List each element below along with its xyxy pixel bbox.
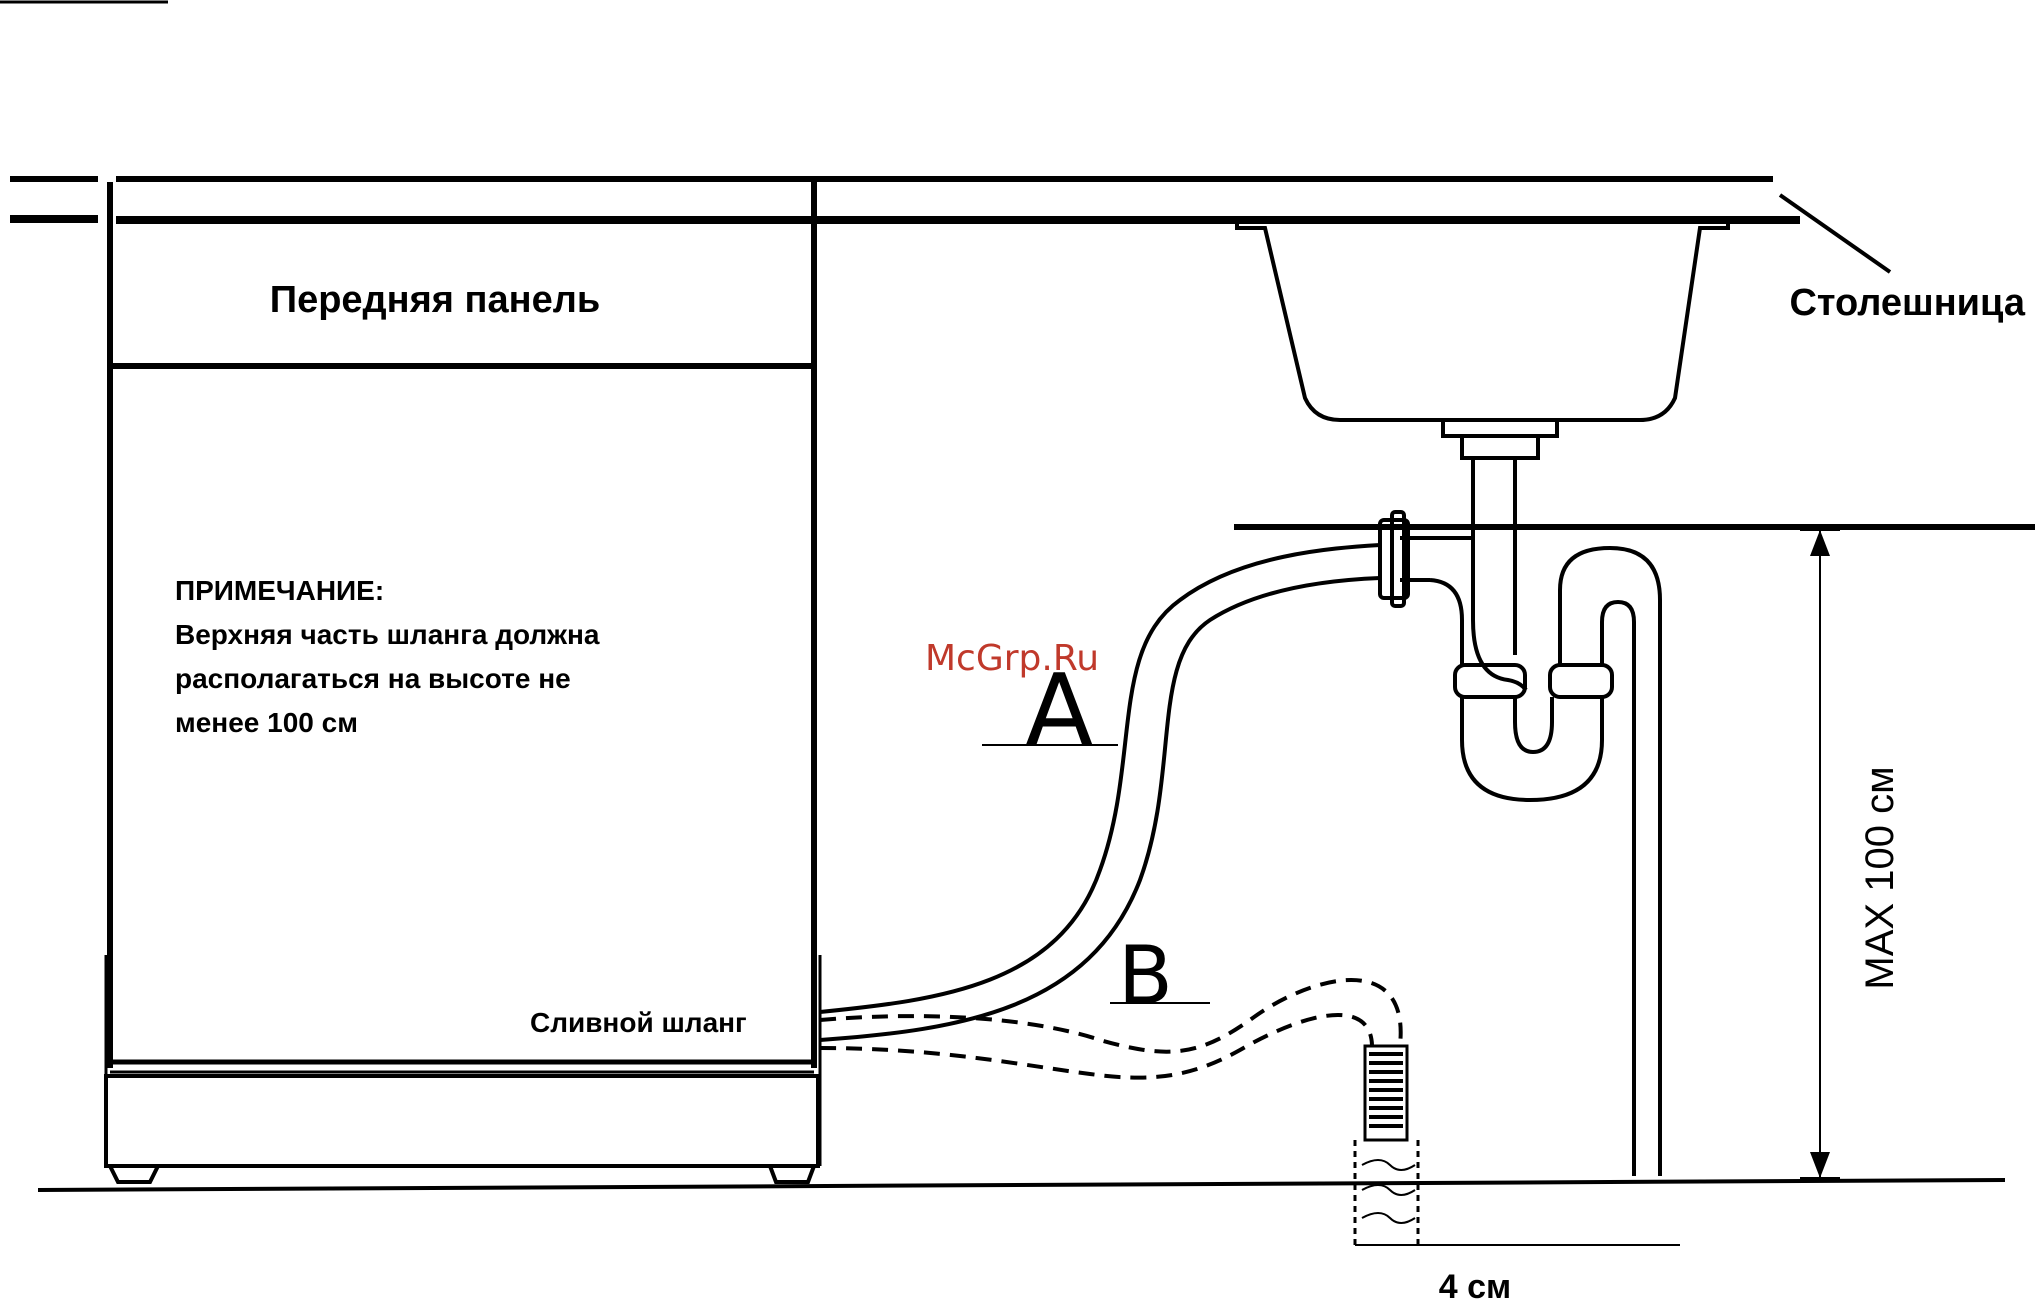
sink-drain-nut: [1462, 436, 1538, 458]
sink: [1237, 224, 1728, 458]
drain-hose-b: [820, 980, 1401, 1078]
countertop-label: Столешница: [1789, 282, 2025, 324]
hose-b-label: B: [1118, 929, 1173, 1022]
floor-standpipe: [1355, 1046, 1418, 1245]
sink-drain-flange: [1443, 420, 1557, 436]
note-line-1: Верхняя часть шланга должна: [175, 619, 600, 650]
distance-label: 4 см: [1439, 1268, 1511, 1306]
floor-line: [38, 1180, 2005, 1190]
hose-a-label: A: [1025, 652, 1093, 769]
dishwasher-plinth: [106, 1076, 818, 1166]
max-height-label: MAX 100 см: [1858, 766, 1902, 989]
note-title: ПРИМЕЧАНИЕ:: [175, 575, 384, 606]
height-dimension: [1800, 530, 1840, 1178]
note-line-2: располагаться на высоте не: [175, 663, 571, 694]
foot-left: [110, 1166, 158, 1182]
countertop-pointer: [1780, 195, 1890, 272]
siphon-trap: [1380, 458, 1660, 1176]
countertop: [10, 179, 1890, 272]
note-line-3: менее 100 см: [175, 707, 358, 738]
drain-hose-label: Сливной шланг: [530, 1007, 747, 1038]
front-panel-label: Передняя панель: [270, 279, 600, 321]
drain-hose-a: [820, 545, 1380, 1040]
foot-right: [770, 1166, 814, 1182]
